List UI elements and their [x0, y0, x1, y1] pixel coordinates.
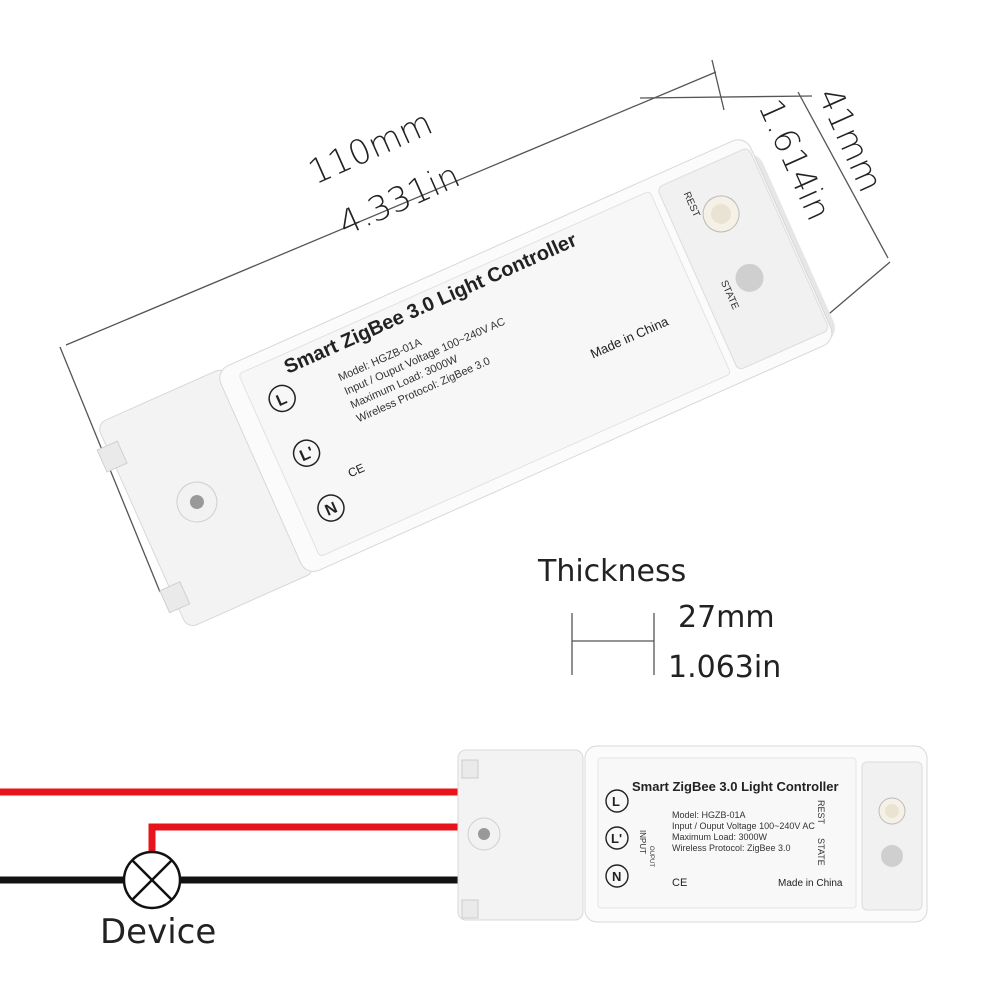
bottom-ce-mark: CE [672, 877, 687, 889]
bottom-terminal-n: N [612, 869, 621, 884]
live-wire-out [148, 823, 464, 866]
controller-top-view: L L' N Smart ZigBee 3.0 Light Controller… [96, 139, 835, 627]
device-label: Device [100, 912, 217, 952]
ce-mark: CE [346, 461, 367, 481]
wiring-diagram [0, 788, 464, 910]
bottom-output-label: OUPUT [648, 846, 654, 867]
thickness-title: Thickness [538, 554, 687, 589]
bottom-load-text: Maximum Load: 3000W [672, 832, 768, 842]
bottom-terminal-l-prime: L' [611, 831, 622, 846]
bottom-input-label: INPUT [638, 830, 647, 854]
terminal-l-prime: L' [297, 444, 316, 465]
bottom-protocol-text: Wireless Protocol: ZigBee 3.0 [672, 843, 791, 853]
bottom-model-text: Model: HGZB-01A [672, 810, 746, 820]
controller-bottom-view: L L' N Smart ZigBee 3.0 Light Controller… [457, 745, 928, 923]
thickness-mm-label: 27mm [678, 600, 775, 635]
thickness-bracket [571, 613, 655, 675]
bottom-terminal-l: L [612, 794, 620, 809]
bottom-rest-label: REST [816, 800, 826, 825]
bottom-made-in-text: Made in China [778, 878, 843, 889]
bottom-product-title: Smart ZigBee 3.0 Light Controller [632, 779, 839, 794]
bottom-voltage-text: Input / Ouput Voltage 100~240V AC [672, 821, 815, 831]
bottom-state-label: STATE [816, 838, 826, 866]
thickness-in-label: 1.063in [668, 650, 782, 685]
